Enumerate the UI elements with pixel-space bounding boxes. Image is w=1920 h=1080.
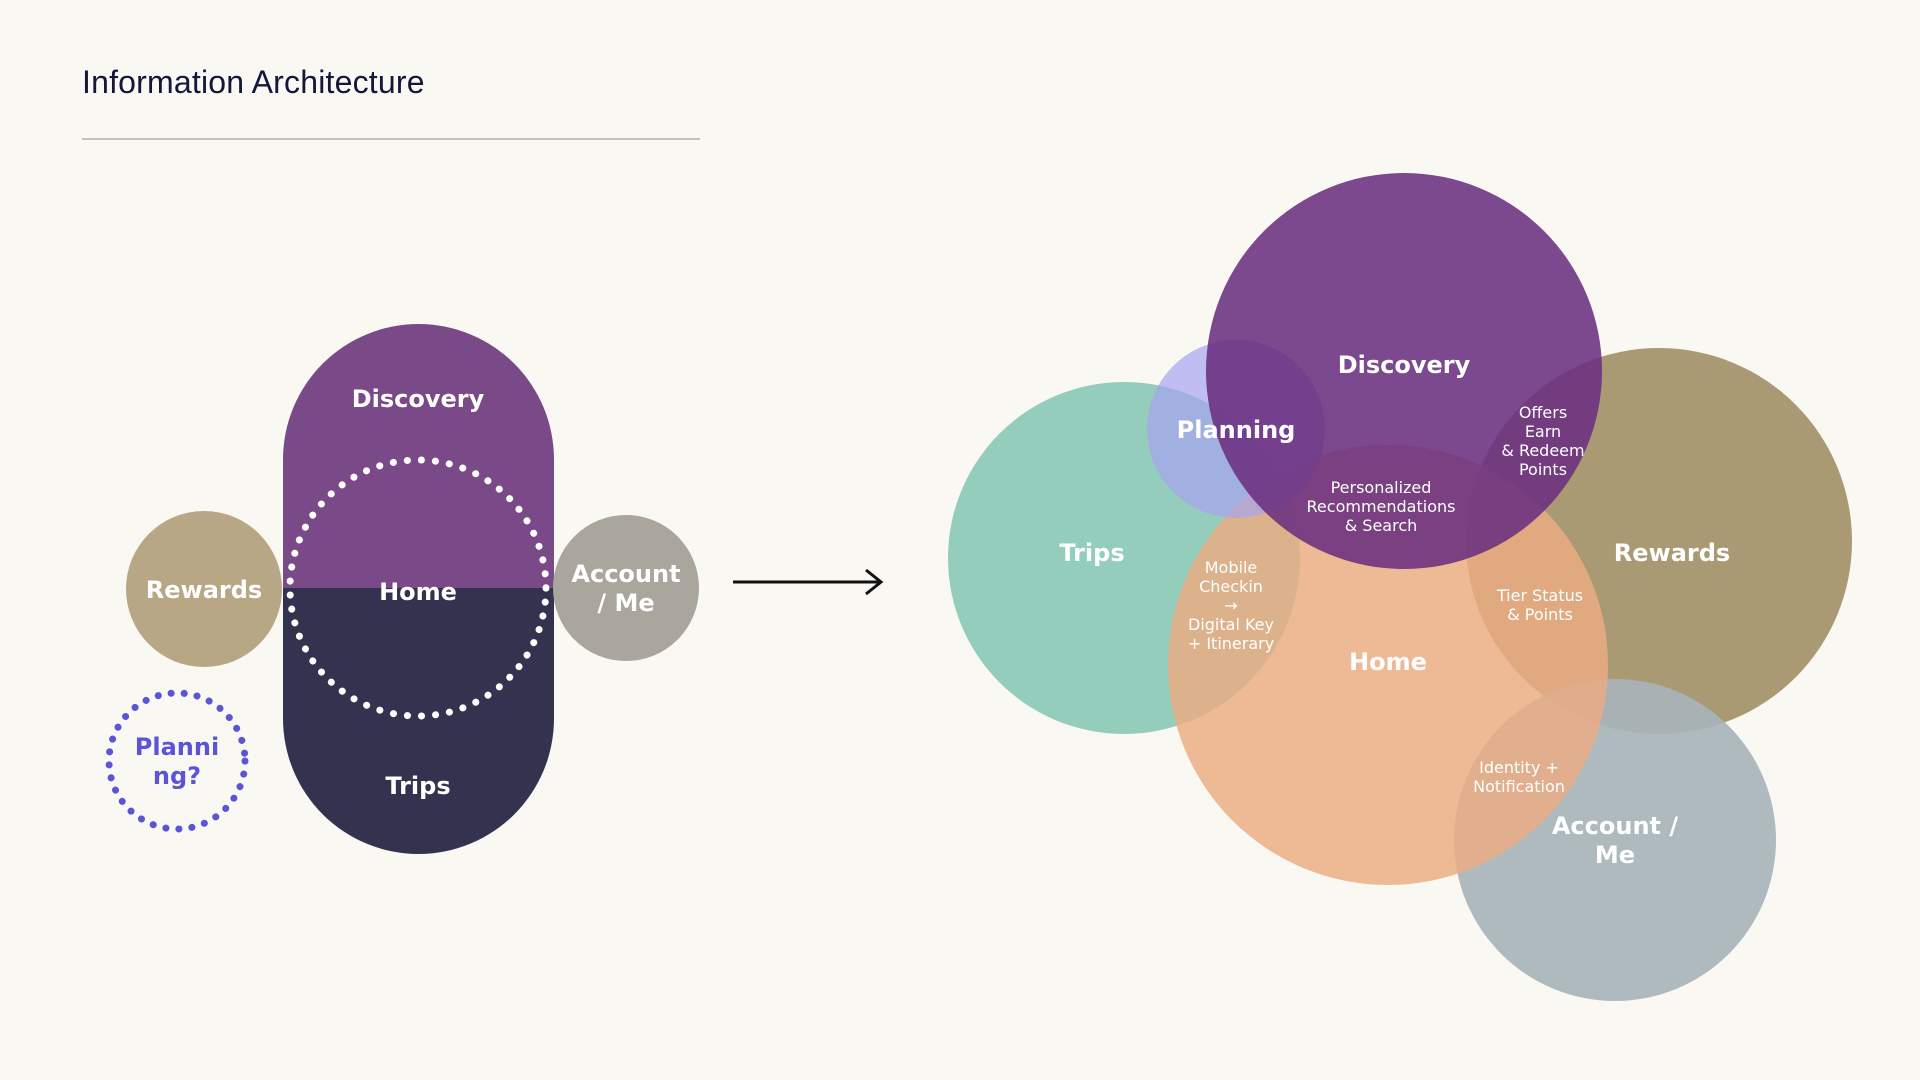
current-rewards-circle [126, 511, 282, 667]
right-arrow-icon [733, 568, 884, 596]
proposed-account-label: Account /Me [1552, 812, 1679, 869]
proposed-trips-label: Trips [1059, 539, 1124, 567]
current-planning-dotted-circle [105, 689, 249, 833]
proposed-planning-label: Planning [1177, 416, 1296, 444]
proposed-discovery-circle [1206, 173, 1602, 569]
overlap-identity-label: Identity +Notification [1473, 758, 1565, 796]
current-pill [283, 324, 554, 854]
current-pill-top [283, 324, 554, 588]
overlap-tier-label: Tier Status& Points [1496, 586, 1583, 624]
title-divider [82, 138, 700, 140]
proposed-home-circle [1168, 445, 1608, 885]
proposed-home-label: Home [1349, 648, 1427, 676]
current-discovery-label: Discovery [352, 385, 485, 413]
current-pill-bottom [283, 588, 554, 854]
current-ia: Discovery Home Trips Rewards Account/ Me… [105, 324, 699, 854]
page-title: Information Architecture [82, 64, 425, 100]
current-account-label: Account/ Me [571, 560, 680, 617]
proposed-discovery-label: Discovery [1338, 351, 1471, 379]
current-home-label: Home [379, 578, 457, 606]
current-trips-label: Trips [385, 772, 450, 800]
proposed-rewards-label: Rewards [1614, 539, 1730, 567]
current-account-circle [553, 515, 699, 661]
current-home-dotted-ring [286, 456, 550, 720]
proposed-ia: Discovery Planning Trips Rewards Home Ac… [948, 173, 1852, 1001]
current-rewards-label: Rewards [146, 576, 262, 604]
